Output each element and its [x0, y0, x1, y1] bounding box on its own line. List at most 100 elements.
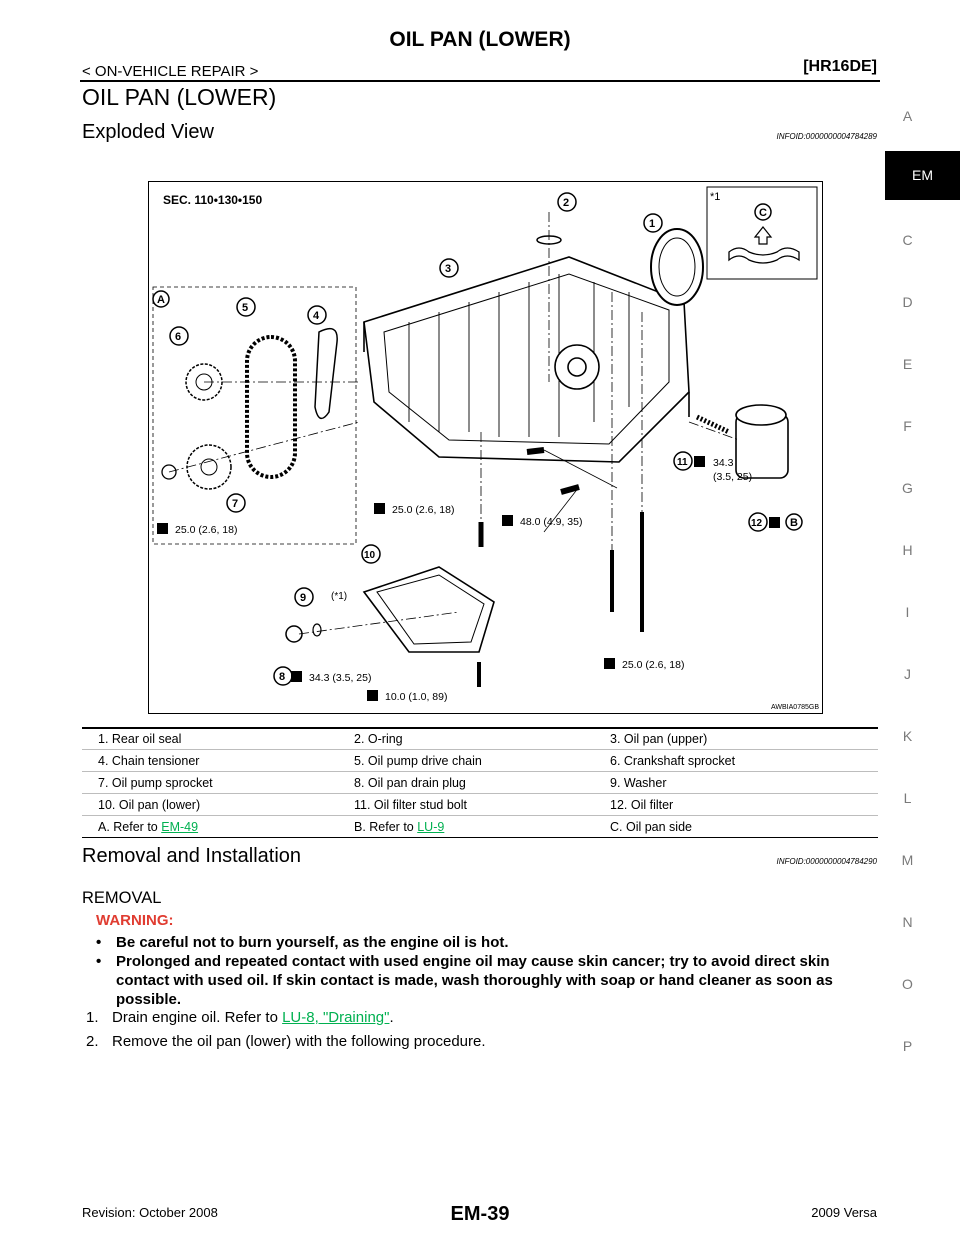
svg-text:3: 3 [445, 263, 451, 275]
svg-text:48.0 (4.9, 35): 48.0 (4.9, 35) [520, 516, 582, 528]
svg-text:1: 1 [649, 218, 655, 230]
link-lu-8-draining[interactable]: LU-8, "Draining" [282, 1009, 390, 1026]
legend-cell: 12. Oil filter [610, 797, 674, 812]
svg-text:34.3: 34.3 [713, 457, 734, 469]
section-tab-a[interactable]: A [902, 108, 913, 124]
legend-cell: 7. Oil pump sprocket [98, 775, 213, 790]
section-tab-i[interactable]: I [905, 604, 910, 620]
svg-text:9: 9 [300, 592, 306, 604]
legend-cell: 4. Chain tensioner [98, 753, 200, 768]
svg-text:11: 11 [677, 457, 688, 468]
legend-row: A. Refer to EM-49 B. Refer to LU-9 C. Oi… [82, 816, 878, 838]
exploded-view-diagram: SEC. 110•130•150 *1 C A [148, 181, 823, 714]
section-tab-em-active[interactable]: EM [885, 151, 960, 200]
svg-text:12: 12 [751, 518, 763, 529]
svg-text:8: 8 [279, 671, 285, 683]
legend-cell: 2. O-ring [354, 731, 403, 746]
section-tab-m[interactable]: M [901, 852, 914, 868]
svg-text:10.0 (1.0, 89): 10.0 (1.0, 89) [385, 691, 447, 703]
page-title: OIL PAN (LOWER) [82, 84, 277, 110]
svg-text:5: 5 [242, 302, 248, 314]
callout-C [754, 203, 772, 221]
footer-model: 2009 Versa [811, 1205, 877, 1220]
legend-cell: 6. Crankshaft sprocket [610, 753, 736, 768]
svg-text:(*1): (*1) [331, 591, 347, 602]
legend-row: 1. Rear oil seal 2. O-ring 3. Oil pan (u… [82, 728, 878, 750]
running-header-section: < ON-VEHICLE REPAIR > [82, 63, 259, 80]
svg-text:7: 7 [232, 498, 238, 510]
legend-cell-c: C. Oil pan side [610, 819, 692, 834]
subassembly-box-A [152, 286, 357, 545]
section-tab-f[interactable]: F [903, 418, 912, 434]
footer-page-number: EM-39 [450, 1203, 510, 1225]
warning-item: •Prolonged and repeated contact with use… [96, 953, 833, 1008]
svg-text:(3.5, 25): (3.5, 25) [713, 471, 752, 483]
seal-section-icon [728, 247, 800, 264]
inset-arrow-icon [753, 226, 773, 245]
running-header-engine: [HR16DE] [803, 58, 877, 75]
torque-labels: 25.0 (2.6, 18) 25.0 (2.6, 18) 48.0 (4.9,… [157, 456, 780, 703]
legend-cell: 9. Washer [610, 775, 667, 790]
svg-text:10: 10 [364, 550, 376, 561]
svg-text:2: 2 [563, 197, 569, 209]
callouts: 2 1 3 4 5 6 7 8 9 10 11 12 B (*1) [169, 192, 803, 686]
legend-cell-a: A. Refer to EM-49 [98, 819, 199, 834]
step-1: 1.Drain engine oil. Refer to LU-8, "Drai… [86, 1009, 394, 1026]
legend-cell: 1. Rear oil seal [98, 731, 182, 746]
oil-pan-upper-drawing [363, 256, 690, 463]
svg-text:6: 6 [175, 331, 181, 343]
warning-label: WARNING: [96, 912, 174, 929]
legend-cell-b: B. Refer to LU-9 [354, 819, 445, 834]
removal-subheading: REMOVAL [82, 889, 162, 907]
diagram-code: AWBIA0785GB [771, 704, 819, 711]
section-tab-j[interactable]: J [904, 666, 911, 682]
oil-pump-sprocket-drawing [186, 444, 232, 490]
bolt-b [560, 484, 580, 495]
legend-top-rule [82, 727, 878, 729]
svg-text:25.0 (2.6, 18): 25.0 (2.6, 18) [175, 524, 237, 536]
removal-heading: Removal and Installation [82, 845, 302, 867]
section-tab-g[interactable]: G [902, 480, 913, 496]
exploded-info-id: INFOID:0000000004784289 [776, 132, 877, 141]
leader-lines [168, 212, 740, 635]
legend-cell: 3. Oil pan (upper) [610, 731, 708, 746]
step-2: 2.Remove the oil pan (lower) with the fo… [86, 1033, 486, 1050]
inset-star-label: *1 [710, 191, 720, 203]
section-tab-p[interactable]: P [902, 1038, 913, 1054]
legend-row: 4. Chain tensioner 5. Oil pump drive cha… [82, 750, 878, 772]
section-tab-d[interactable]: D [902, 294, 913, 310]
oil-filter-stud-bolt-drawing [695, 414, 731, 435]
rear-oil-seal-drawing [650, 228, 704, 306]
section-tab-l[interactable]: L [903, 790, 912, 806]
callout-A [152, 290, 170, 308]
header-rule [80, 80, 880, 82]
section-tab-n[interactable]: N [902, 914, 913, 930]
section-tab-c[interactable]: C [902, 232, 913, 248]
legend-cell: 11. Oil filter stud bolt [354, 797, 468, 812]
legend-cell: 10. Oil pan (lower) [98, 797, 201, 812]
svg-text:25.0 (2.6, 18): 25.0 (2.6, 18) [622, 659, 684, 671]
legend-cell: 5. Oil pump drive chain [354, 753, 482, 768]
washer-drawing [312, 623, 322, 637]
running-header-title: OIL PAN (LOWER) [389, 28, 571, 51]
section-tab-h[interactable]: H [902, 542, 913, 558]
drain-plug-drawing [285, 625, 303, 643]
svg-text:25.0 (2.6, 18): 25.0 (2.6, 18) [392, 504, 454, 516]
inset-box [706, 186, 818, 280]
section-tab-k[interactable]: K [902, 728, 913, 744]
link-lu-9[interactable]: LU-9 [417, 819, 445, 834]
section-tab-e[interactable]: E [902, 356, 913, 372]
footer-revision: Revision: October 2008 [82, 1205, 218, 1220]
warning-item: •Be careful not to burn yourself, as the… [96, 934, 509, 951]
removal-info-id: INFOID:0000000004784290 [776, 857, 877, 866]
callout-C-label: C [759, 207, 767, 219]
exploded-view-heading: Exploded View [82, 121, 214, 143]
svg-text:34.3 (3.5, 25): 34.3 (3.5, 25) [309, 672, 371, 684]
oil-pan-lower-drawing [362, 566, 495, 653]
legend-row: 10. Oil pan (lower) 11. Oil filter stud … [82, 794, 878, 816]
legend-row: 7. Oil pump sprocket 8. Oil pan drain pl… [82, 772, 878, 794]
link-em-49[interactable]: EM-49 [161, 819, 199, 834]
legend-cell: 8. Oil pan drain plug [354, 775, 466, 790]
svg-text:4: 4 [313, 310, 320, 322]
section-tab-o[interactable]: O [902, 976, 913, 992]
